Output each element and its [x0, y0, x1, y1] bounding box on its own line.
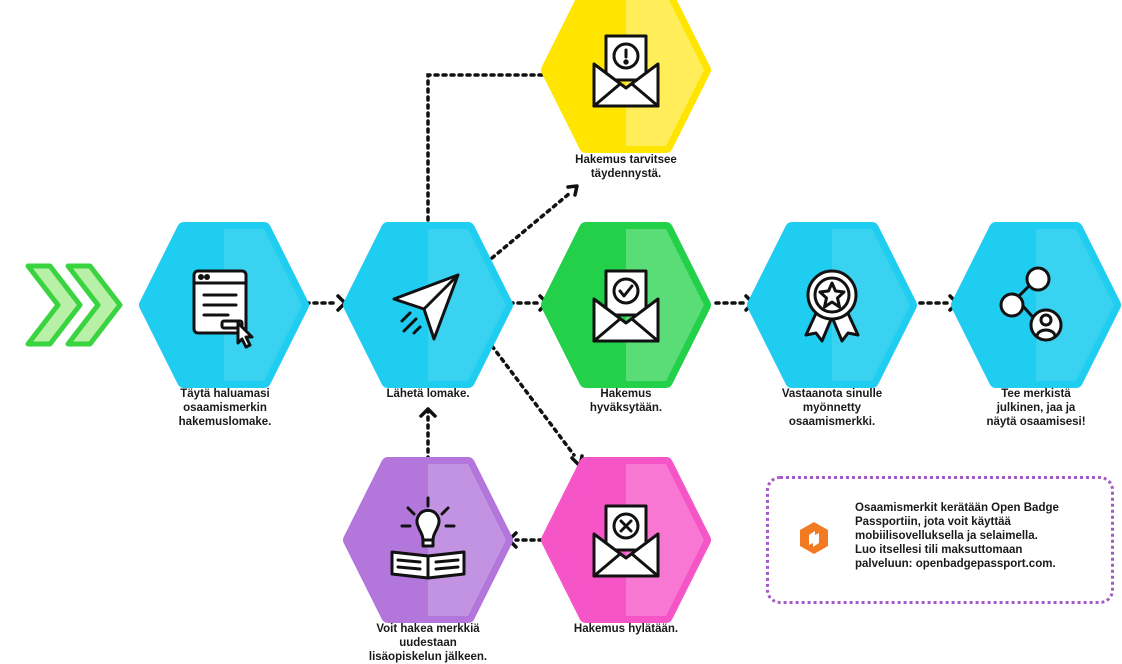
label-receive-badge: Vastaanota sinulle myönnetty osaamismerk…: [781, 388, 883, 428]
connectors: [304, 73, 952, 542]
hex-rejected: [548, 464, 704, 616]
label-approved: Hakemus hyväksytään.: [589, 388, 663, 414]
paper-plane-icon: [392, 273, 460, 341]
label-send-form: Lähetä lomake.: [386, 388, 470, 400]
label-reapply: Voit hakea merkkiä uudestaan lisäopiskel…: [368, 623, 488, 663]
info-box: Osaamismerkit kerätään Open Badge Passpo…: [766, 476, 1114, 604]
share-network-icon: [999, 266, 1063, 342]
hex-approved: [548, 229, 704, 381]
label-needs-more: Hakemus tarvitsee täydennystä.: [575, 154, 677, 180]
double-chevron-right-icon: [25, 263, 123, 347]
hex-fill-form: [146, 229, 302, 381]
label-share-badge: Tee merkistä julkinen, jaa ja näytä osaa…: [986, 388, 1086, 428]
envelope-x-icon: [592, 504, 660, 578]
label-rejected: Hakemus hylätään.: [573, 623, 679, 635]
info-text: Osaamismerkit kerätään Open Badge Passpo…: [855, 502, 1059, 570]
hex-reapply: [350, 464, 506, 616]
label-fill-form: Täytä haluamasi osaamismerkin hakemuslom…: [178, 388, 272, 428]
arrow-send-to-needs-more: [490, 191, 572, 260]
arrow-needs-more-to-send: [426, 73, 552, 227]
hex-receive-badge: [754, 229, 910, 381]
book-lightbulb-icon: [390, 496, 466, 580]
arrow-send-to-rejected: [490, 344, 576, 457]
open-badge-passport-logo: [800, 522, 828, 554]
hex-send-form: [350, 229, 506, 381]
hex-needs-more: [548, 0, 704, 146]
envelope-check-icon: [592, 269, 660, 343]
form-window-cursor-icon: [192, 269, 254, 349]
hex-share-badge: [958, 229, 1114, 381]
badge-ribbon-icon: [804, 269, 860, 343]
envelope-exclamation-icon: [592, 34, 660, 108]
